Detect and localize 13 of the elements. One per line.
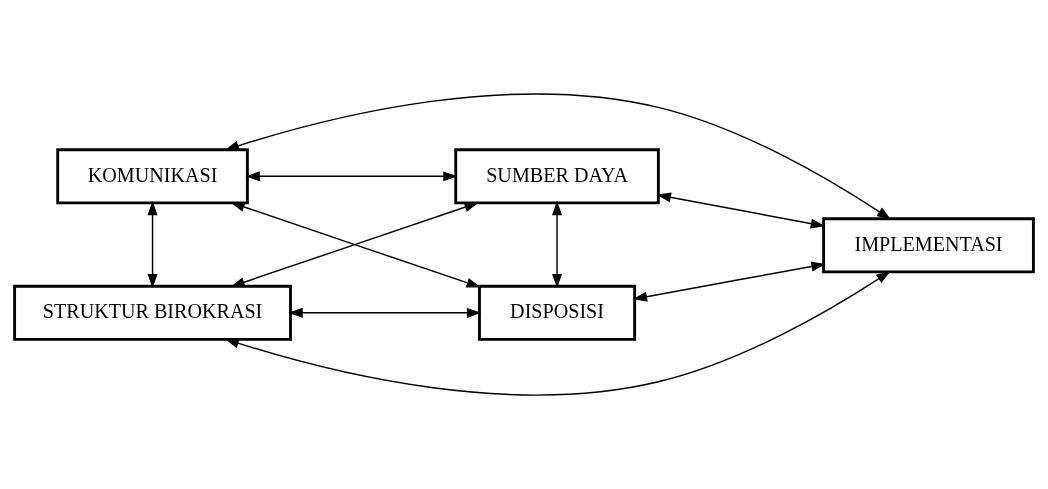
arrow <box>552 200 563 289</box>
node-box: STRUKTUR BIROKRASI <box>13 284 292 341</box>
node-box: SUMBER DAYA <box>454 148 660 205</box>
arrow <box>288 307 482 318</box>
arrow <box>224 270 891 396</box>
arrow <box>632 261 826 302</box>
node-box: DISPOSISI <box>478 284 637 341</box>
node-box: IMPLEMENTASI <box>822 217 1035 274</box>
node-box: KOMUNIKASI <box>56 148 249 205</box>
arrow <box>656 192 826 229</box>
arrow <box>147 200 158 289</box>
arrow <box>224 93 892 220</box>
arrow <box>245 171 458 182</box>
